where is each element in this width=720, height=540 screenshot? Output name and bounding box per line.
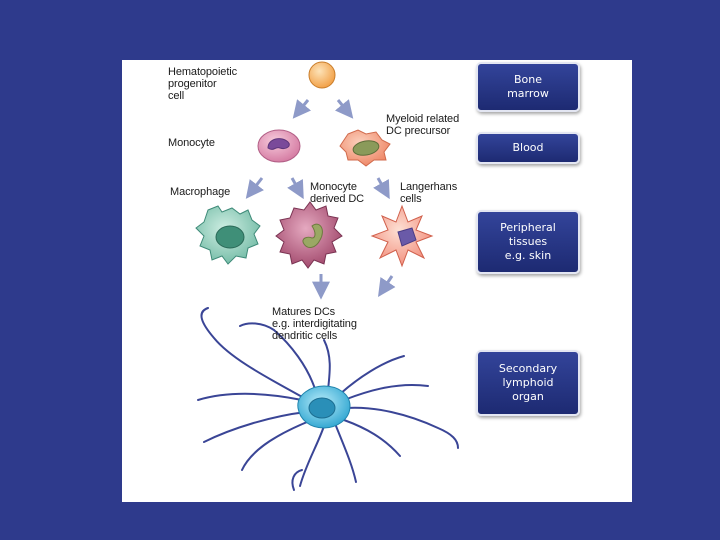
progenitor-cell [309, 62, 335, 88]
label-monocyte: Monocyte [168, 137, 215, 149]
stage-secondary-lymphoid: Secondary lymphoid organ [476, 350, 580, 416]
label-mature-dcs: Matures DCs e.g. interdigitating dendrit… [272, 306, 357, 342]
label-langerhans: Langerhans cells [400, 181, 457, 205]
stage-bone-marrow: Bone marrow [476, 62, 580, 112]
stage-blood: Blood [476, 132, 580, 164]
diagram-panel: Hematopoietic progenitor cell Monocyte M… [122, 60, 632, 502]
arrow-monocyte-to-macrophage [248, 178, 262, 196]
label-progenitor: Hematopoietic progenitor cell [168, 66, 237, 102]
arrow-progenitor-to-myeloid [338, 100, 351, 116]
arrow-myeloid-to-langerhans [378, 178, 388, 196]
monocyte-cell [258, 130, 300, 162]
label-monocyte-dc: Monocyte derived DC [310, 181, 364, 205]
arrow-langerhans-to-mature [380, 276, 392, 294]
label-macrophage: Macrophage [170, 186, 230, 198]
langerhans-cell [372, 206, 432, 266]
arrow-monocyte-to-monocyte-dc [292, 178, 302, 196]
myeloid-precursor-cell [340, 130, 390, 166]
stage-peripheral-tissues: Peripheral tissues e.g. skin [476, 210, 580, 274]
monocyte-dc-cell [276, 202, 342, 268]
macrophage-cell [196, 206, 260, 264]
mature-dendritic-cell-body [298, 386, 350, 428]
diagram-canvas [122, 60, 632, 502]
label-myeloid-precursor: Myeloid related DC precursor [386, 113, 459, 137]
arrow-progenitor-to-monocyte [295, 100, 308, 116]
